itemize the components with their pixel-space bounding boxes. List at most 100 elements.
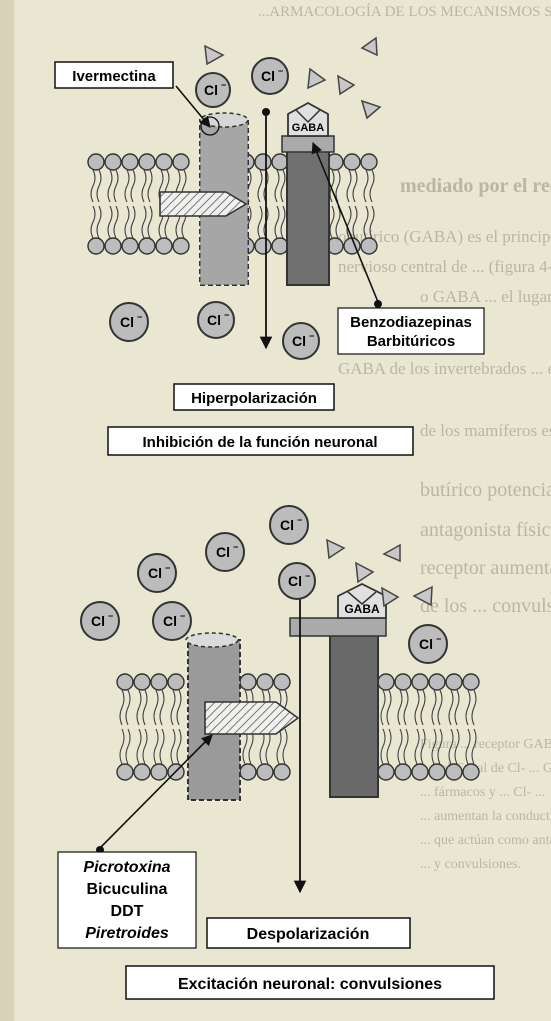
lipid-head [105, 154, 121, 170]
lipid-head [257, 674, 273, 690]
excitacion-box: Excitación neuronal: convulsiones [126, 966, 494, 999]
chloride-ion: Cl− [110, 303, 148, 341]
inhibicion-box: Inhibición de la función neuronal [108, 427, 413, 455]
chloride-ion-label: Cl [280, 517, 294, 533]
despolarizacion-box: Despolarización [207, 918, 410, 948]
lipid-head [122, 154, 138, 170]
bg-heading: mediado por el receptor ... butírico [400, 175, 551, 197]
lipid-head [378, 674, 394, 690]
lipid-head [361, 154, 377, 170]
chloride-ion: Cl− [206, 533, 244, 571]
lipid-head [429, 764, 445, 780]
chloride-ion: Cl− [283, 323, 319, 359]
lipid-head [151, 764, 167, 780]
lipid-head [412, 764, 428, 780]
ddt-label: DDT [111, 903, 144, 920]
header-fragment: ...ARMACOLOGÍA DE LOS MECANISMOS SELECCI… [258, 3, 551, 20]
lipid-head [446, 674, 462, 690]
chloride-ion: Cl− [196, 73, 230, 107]
lipid-head [139, 238, 155, 254]
chloride-ion-charge: − [305, 571, 310, 581]
lipid-head [255, 238, 271, 254]
channel-subunit-right-top [282, 136, 334, 285]
lipid-head [344, 154, 360, 170]
piretroides-label: Piretroides [85, 925, 169, 942]
lipid-head [361, 238, 377, 254]
lipid-head [378, 764, 394, 780]
chloride-ion: Cl− [198, 302, 234, 338]
gaba-label: GABA [344, 602, 380, 616]
bg-line: ... fármacos y ... Cl- ... [420, 785, 545, 800]
lipid-head [412, 674, 428, 690]
chloride-ion-label: Cl [419, 636, 433, 652]
lipid-head [88, 238, 104, 254]
chloride-ion-charge: − [108, 611, 113, 621]
chloride-ion-label: Cl [216, 544, 230, 560]
bg-line: ... que actúan como antagonistas ... [420, 833, 551, 848]
lipid-head [156, 238, 172, 254]
ivermectina-label: Ivermectina [72, 68, 156, 85]
bg-line: de los ... convulsionantes [420, 595, 551, 617]
inhibicion-label: Inhibición de la función neuronal [142, 434, 377, 451]
lipid-head [139, 154, 155, 170]
lipid-head [156, 154, 172, 170]
chloride-ion-charge: − [165, 563, 170, 573]
chloride-ion-label: Cl [204, 82, 218, 98]
lipid-head [395, 764, 411, 780]
chloride-ion-charge: − [224, 310, 229, 320]
chloride-ion-charge: − [309, 331, 314, 341]
chloride-ion-label: Cl [148, 565, 162, 581]
bicuculina-label: Bicuculina [87, 881, 168, 898]
chloride-ion: Cl− [270, 506, 308, 544]
barbituricos-label: Barbitúricos [367, 333, 455, 350]
bg-line: receptor aumentan el flujo de clor... [420, 557, 551, 579]
bg-line: GABA de los invertebrados ... en la pe..… [338, 359, 551, 378]
lipid-head [429, 674, 445, 690]
chloride-ion-label: Cl [207, 312, 221, 328]
chloride-ion-charge: − [297, 515, 302, 525]
allosteric-site-top [160, 192, 246, 216]
lipid-head [88, 154, 104, 170]
lipid-head [240, 674, 256, 690]
hiperpolarizacion-label: Hiperpolarización [191, 390, 317, 407]
picrotoxina-label: Picrotoxina [83, 859, 170, 876]
gaba-label: GABA [292, 122, 324, 134]
despolarizacion-label: Despolarización [247, 926, 370, 943]
lipid-head [395, 674, 411, 690]
lipid-head [240, 764, 256, 780]
lipid-head [105, 238, 121, 254]
chloride-ion: Cl− [81, 602, 119, 640]
lipid-head [272, 238, 288, 254]
lipid-head [117, 674, 133, 690]
chloride-ion-label: Cl [292, 333, 306, 349]
chloride-ion-charge: − [278, 66, 283, 76]
bg-line: ... aumentan la conductividad ... [420, 809, 551, 824]
lipid-head [446, 764, 462, 780]
bg-line: ... y convulsiones. [420, 857, 521, 872]
lipid-head [134, 674, 150, 690]
lipid-head [117, 764, 133, 780]
lipid-head [168, 674, 184, 690]
page-edge [0, 0, 14, 1021]
lipid-head [122, 238, 138, 254]
hiperpolarizacion-box: Hiperpolarización [174, 384, 334, 410]
chloride-ion: Cl− [409, 625, 447, 663]
chloride-ion-charge: − [180, 611, 185, 621]
bg-line: antagonista físico de los receptores GA.… [420, 519, 551, 541]
chloride-ion: Cl− [252, 58, 288, 94]
chloride-ion-label: Cl [163, 613, 177, 629]
bg-line: butírico potencian las acciones de un... [420, 479, 551, 501]
lipid-head [463, 674, 479, 690]
benzodiazepinas-label: Benzodiazepinas [350, 314, 472, 331]
lipid-head [173, 238, 189, 254]
chloride-ion-charge: − [436, 634, 441, 644]
lipid-head [255, 154, 271, 170]
chloride-ion-label: Cl [120, 314, 134, 330]
bg-line: nervioso central de ... (figura 4-1) [338, 257, 551, 276]
chloride-ion-charge: − [221, 80, 226, 90]
chloride-ion: Cl− [138, 554, 176, 592]
lipid-head [257, 764, 273, 780]
lipid-head [463, 764, 479, 780]
